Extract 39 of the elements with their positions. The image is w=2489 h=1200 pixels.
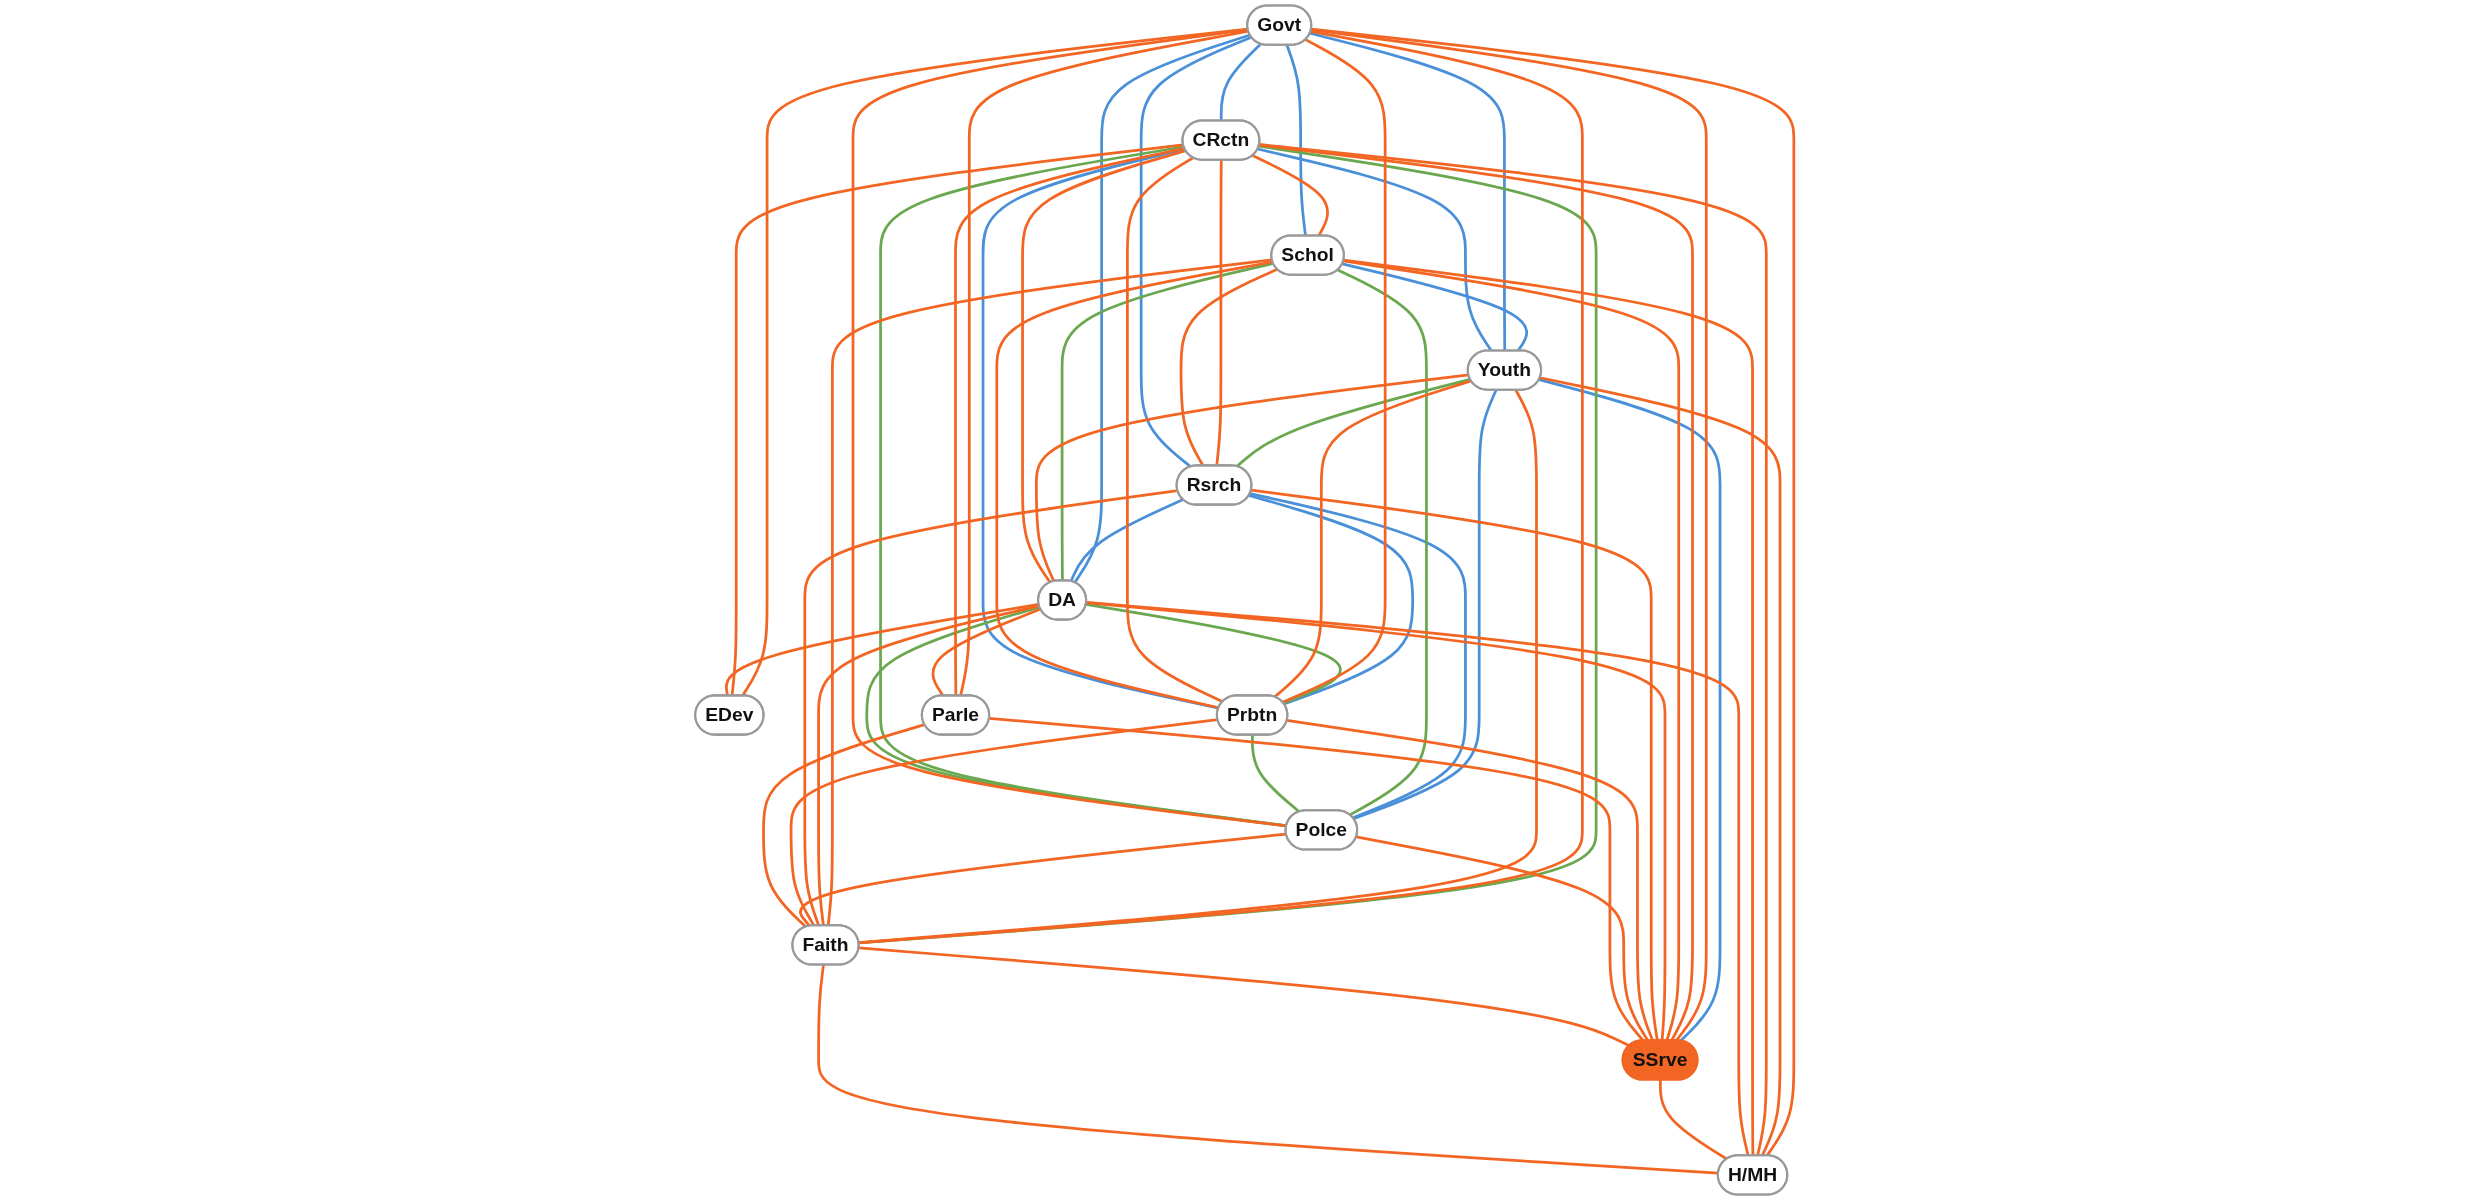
connector: [1086, 601, 1667, 1041]
connector: [1250, 488, 1659, 1041]
connector: [1251, 734, 1301, 813]
connector: [981, 147, 1219, 710]
connector: [1021, 149, 1187, 584]
connector: [995, 260, 1273, 710]
connector: [826, 258, 1273, 926]
connector: [725, 602, 1040, 696]
connector: [1086, 601, 1750, 1156]
connector: [1060, 262, 1274, 581]
connector: [1343, 258, 1755, 1156]
connector: [959, 29, 1249, 696]
connector: [1085, 603, 1342, 705]
connector: [954, 147, 1185, 696]
connector: [817, 604, 1040, 926]
connector: [1126, 156, 1224, 703]
connector: [1282, 38, 1387, 704]
connector: [1139, 35, 1252, 468]
connector: [858, 389, 1538, 944]
connector: [1309, 31, 1507, 351]
connector: [1248, 494, 1415, 706]
connector: [730, 143, 1184, 696]
connector: [1285, 44, 1307, 236]
connector: [1658, 1079, 1728, 1161]
connector: [1073, 33, 1251, 584]
connector: [851, 28, 1287, 828]
connector: [1273, 379, 1472, 698]
connector: [1259, 143, 1768, 1156]
connector: [1219, 43, 1262, 121]
connector: [1353, 389, 1498, 820]
connector: [1337, 268, 1428, 817]
connector: [1249, 492, 1467, 820]
connector: [1215, 160, 1223, 466]
connector: [1235, 377, 1471, 468]
connector: [1034, 373, 1469, 582]
connector: [1069, 498, 1184, 582]
connector: [799, 832, 1287, 927]
connector: [1538, 378, 1722, 1042]
connector: [762, 723, 925, 928]
